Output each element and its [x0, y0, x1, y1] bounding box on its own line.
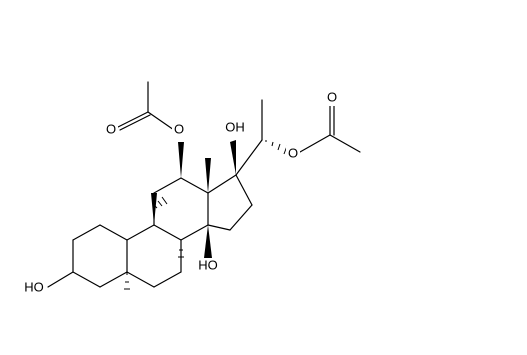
acetyl-1-bonds	[117, 81, 175, 131]
atom-label-acetyl-2-carbonyl-oxygen: O	[327, 89, 337, 104]
c17-hydroxyl-wedge	[230, 140, 236, 175]
atom-labels: HO O O OH O O HO	[20, 89, 339, 296]
atom-label-c3-hydroxyl: HO	[24, 279, 44, 294]
c9-h-hash	[153, 196, 168, 209]
atom-label-c20-oxygen: O	[288, 145, 298, 160]
c5-h-hash	[124, 272, 130, 290]
c14-hydroxyl-wedge	[204, 225, 212, 258]
ring-d	[207, 174, 253, 231]
ring-c	[153, 177, 209, 241]
atom-label-c14-hydroxyl: HO	[198, 257, 218, 272]
c13-methyl-wedge	[205, 158, 211, 193]
acetyl-2-bonds	[299, 104, 361, 153]
c12-acetoxy-wedge	[178, 142, 184, 178]
ring-a	[72, 224, 128, 288]
c20-acetoxy-hash	[265, 140, 288, 155]
side-chain-bonds	[235, 99, 263, 176]
ring-b	[126, 224, 182, 288]
c8-h-hash	[178, 240, 184, 258]
atom-label-acetyl-1-carbonyl-oxygen: O	[106, 121, 116, 136]
c10-methyl-wedge	[151, 193, 157, 225]
atom-label-c12-oxygen: O	[174, 121, 184, 136]
c3-hydroxyl-bond	[47, 271, 74, 288]
atom-label-c17-hydroxyl: OH	[225, 119, 245, 134]
